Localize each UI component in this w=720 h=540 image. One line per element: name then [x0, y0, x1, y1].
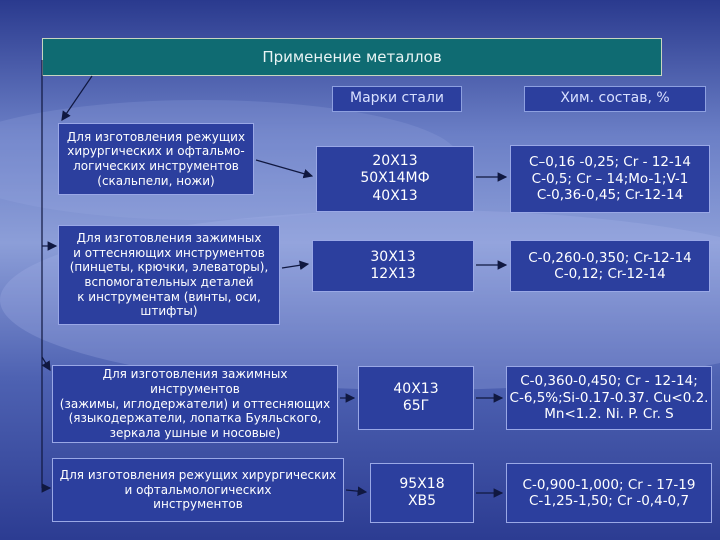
composition-box-2: С-0,260-0,350; Cr-12-14 С-0,12; Cr-12-14 — [510, 240, 710, 292]
grade-box-2: 30Х13 12Х13 — [312, 240, 474, 292]
application-box-3: Для изготовления зажимных инструментов (… — [52, 365, 338, 443]
grade-box-1: 20Х13 50Х14МФ 40Х13 — [316, 146, 474, 212]
application-box-1: Для изготовления режущих хирургических и… — [58, 123, 254, 195]
composition-box-4: С-0,900-1,000; Cr - 17-19 С-1,25-1,50; C… — [506, 463, 712, 523]
page-title: Применение металлов — [42, 38, 662, 76]
composition-box-3: С-0,360-0,450; Cr - 12-14; С-6,5%;Si-0.1… — [506, 366, 712, 430]
header-grades: Марки стали — [332, 86, 462, 112]
header-composition: Хим. состав, % — [524, 86, 706, 112]
grade-box-3: 40Х13 65Г — [358, 366, 474, 430]
composition-box-1: С–0,16 -0,25; Cr - 12-14 С-0,5; Cr – 14;… — [510, 145, 710, 213]
grade-box-4: 95Х18 ХВ5 — [370, 463, 474, 523]
application-box-4: Для изготовления режущих хирургических и… — [52, 458, 344, 522]
application-box-2: Для изготовления зажимных и оттесняющих … — [58, 225, 280, 325]
